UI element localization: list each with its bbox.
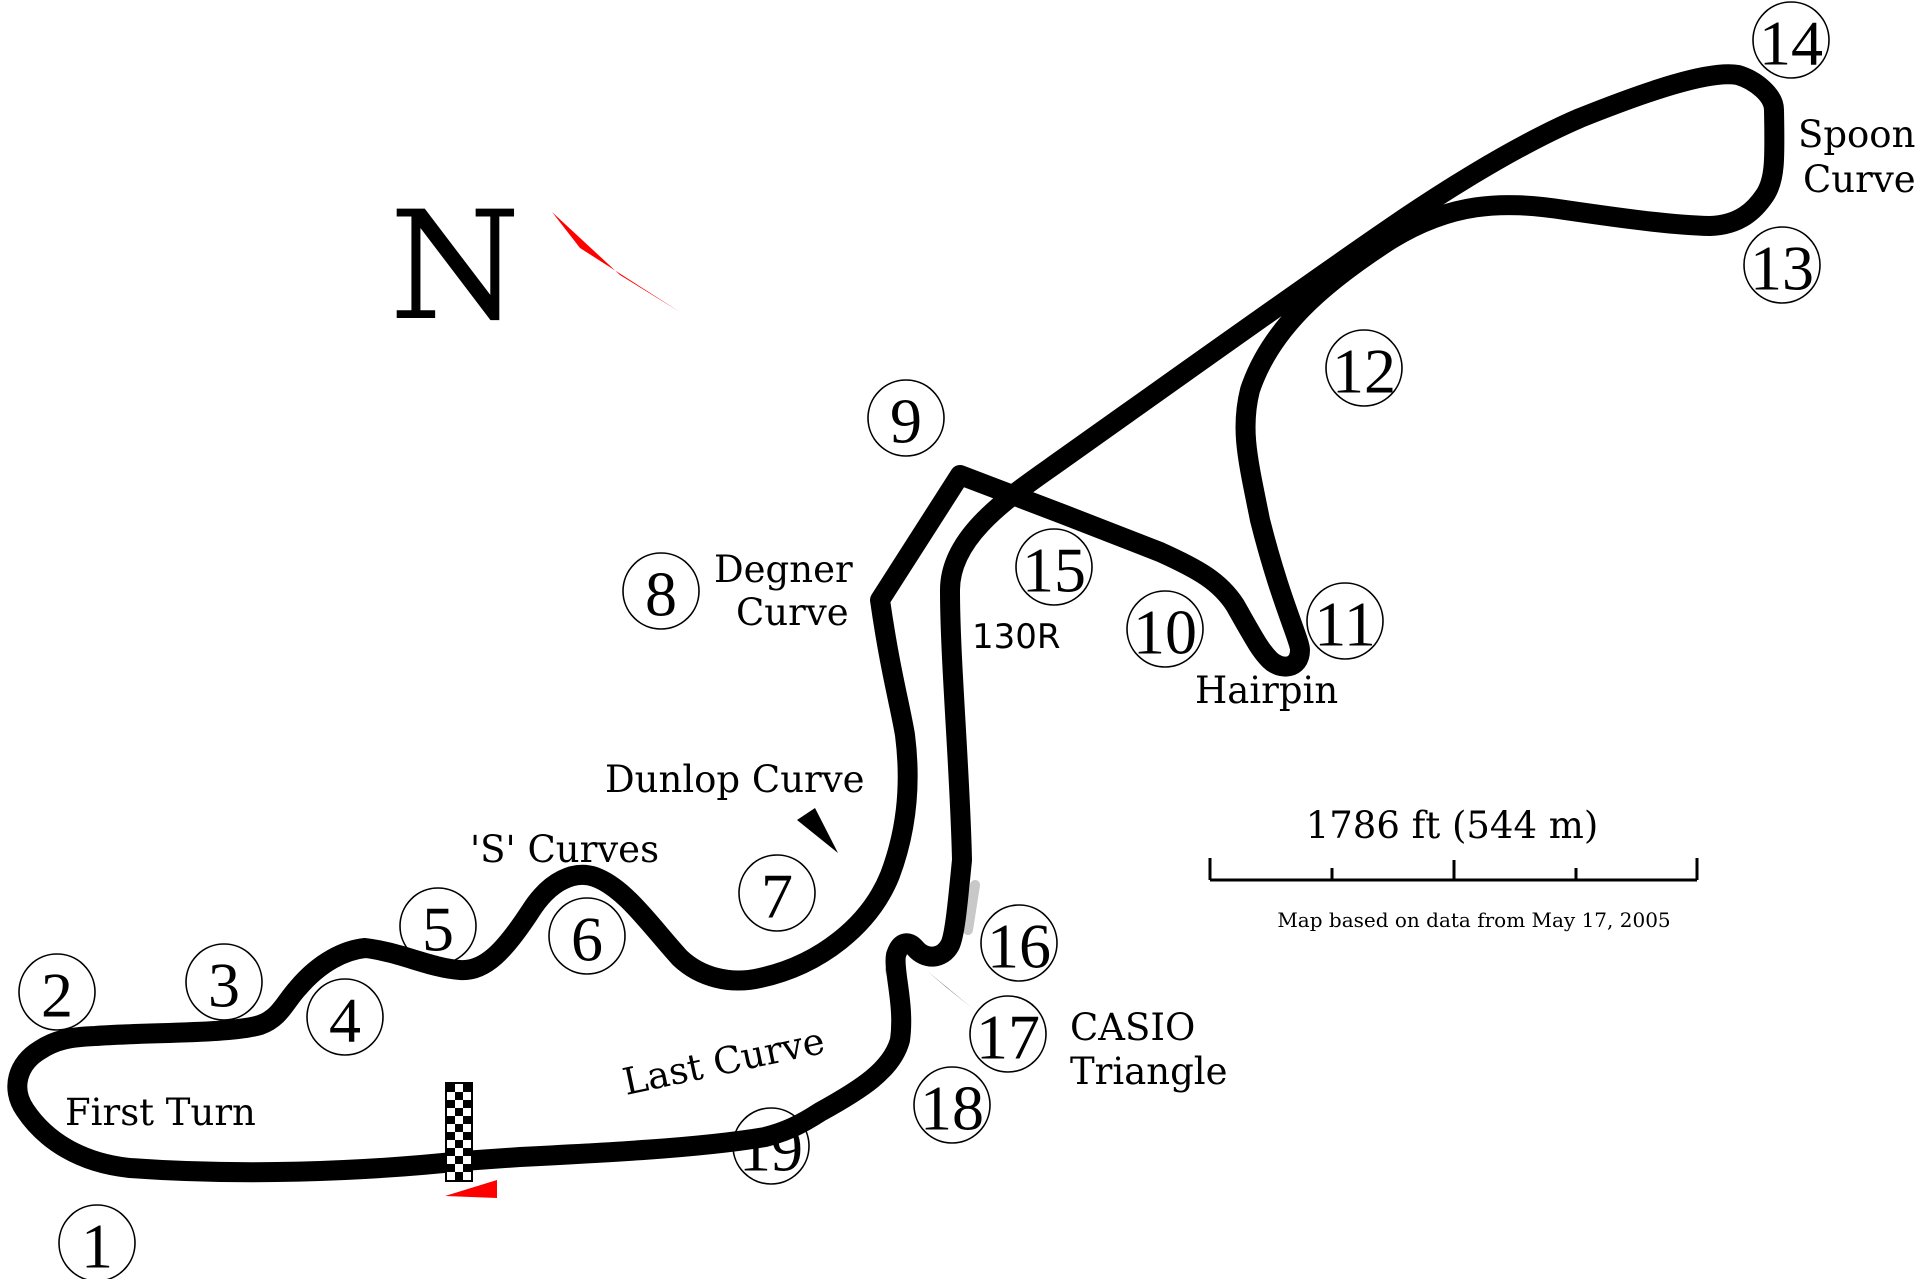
turn-number: 9 [890,386,922,457]
turn-marker: 16 [980,904,1058,982]
scale-bar [1208,858,1699,882]
start-finish-line [445,1082,473,1182]
casio-label-line1: CASIO [1070,1006,1195,1049]
turn-marker: 12 [1325,329,1403,407]
turn-marker: 10 [1126,590,1204,668]
degner-label-line2: Curve [736,591,849,634]
degner-label-line1: Degner [714,548,853,591]
turn-marker: 7 [738,854,816,932]
turn-marker: 4 [306,978,384,1056]
dunlop-pointer-icon [797,808,838,853]
turn-number: 13 [1750,233,1814,304]
turn-marker: 5 [399,887,477,965]
spoon-label-line2: Curve [1803,158,1916,201]
dunlop-curve-label: Dunlop Curve [605,758,865,801]
turn-marker: 15 [1015,528,1093,606]
direction-arrow-icon [445,1180,497,1198]
north-arrow-icon [552,212,680,312]
last-curve-label: Last Curve [619,1019,828,1104]
turn-marker: 9 [867,379,945,457]
turn-number: 15 [1022,535,1086,606]
scale-label: 1786 ft (544 m) [1306,804,1599,847]
map-source-note: Map based on data from May 17, 2005 [1277,908,1670,932]
turn-number: 17 [976,1002,1040,1073]
turn-marker: 3 [185,943,263,1021]
turn-number: 18 [920,1073,984,1144]
turn-number: 5 [422,894,454,965]
turn-number: 11 [1314,589,1376,660]
turn-number: 4 [329,985,361,1056]
turn-number: 19 [739,1114,803,1185]
turn-marker: 13 [1743,226,1821,304]
turn-marker: 14 [1752,1,1830,79]
turn-marker: 18 [913,1066,991,1144]
turn-marker: 1 [58,1204,136,1279]
turn-number: 8 [645,559,677,630]
turn-number: 12 [1332,336,1396,407]
turn-number: 1 [81,1211,113,1279]
turn-marker: 17 [969,995,1047,1073]
turn-marker: 2 [18,953,96,1031]
turn-number: 7 [761,861,793,932]
spoon-label-line1: Spoon [1798,113,1915,156]
turn-markers: 1 2 3 4 5 6 7 8 [18,1,1830,1279]
130r-label: 130R [972,617,1061,657]
turn-number: 6 [571,904,603,975]
track-outline [7,64,1785,1183]
north-letter: N [389,180,520,354]
turn-number: 14 [1759,8,1823,79]
s-curves-label: 'S' Curves [470,828,659,871]
turn-marker: 6 [548,897,626,975]
turn-marker: 11 [1306,582,1384,660]
turn-number: 10 [1133,597,1197,668]
hairpin-label: Hairpin [1195,669,1338,712]
casio-pointer-icon [927,971,972,1008]
first-turn-label: First Turn [65,1091,256,1134]
turn-marker: 19 [732,1107,810,1185]
turn-number: 16 [987,911,1051,982]
casio-label-line2: Triangle [1070,1050,1228,1093]
turn-number: 3 [208,950,240,1021]
turn-marker: 8 [622,552,700,630]
turn-number: 2 [41,960,73,1031]
